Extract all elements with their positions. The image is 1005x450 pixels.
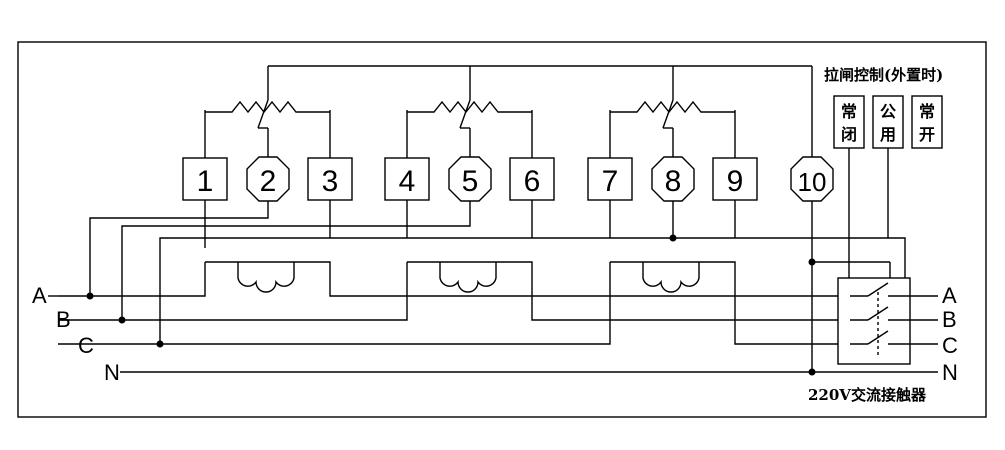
junction-dot [118,316,126,324]
phase-label-right-c: C [942,333,958,358]
meter-element-2 [406,99,533,158]
meter-element-1 [204,99,331,158]
phase-label-right-a: A [942,283,957,308]
relay-nc-char-1: 常 [841,102,857,121]
junction-dot [808,368,816,376]
contactor [837,277,938,365]
terminal-7-label: 7 [602,165,619,198]
phase-label-left-a: A [32,283,47,308]
junction-dot [669,234,677,242]
relay-nc-char-2: 闭 [841,125,857,144]
relay-no-char-1: 常 [919,102,935,121]
terminal-9-label: 9 [727,165,744,198]
terminal-6-label: 6 [524,165,541,198]
terminal-3-box [307,157,353,201]
terminal-8-octagon [651,156,695,202]
diagram-frame [17,41,987,418]
relay-common-box [872,95,904,149]
terminal-7-box [587,157,633,201]
terminal-4-label: 4 [399,165,416,198]
terminal-6-box [509,157,555,201]
terminal-9-box [712,157,758,201]
terminal-5-octagon [448,156,492,202]
terminal-10-label: 10 [798,167,827,197]
junction-dot [156,340,164,348]
relay-normally-closed-box [833,95,865,149]
terminal-2-label: 2 [260,165,277,198]
terminal-5-label: 5 [462,165,479,198]
terminal-3-label: 3 [322,165,339,198]
phase-label-right-b: B [942,307,957,332]
relay-common-char-2: 用 [880,125,896,144]
control-title: 拉闸控制(外置时) [824,66,943,84]
junction-dot [808,258,816,266]
relay-no-char-2: 开 [919,125,935,144]
meter-element-3 [609,99,736,158]
current-coils [58,261,838,345]
junction-dot [86,292,94,300]
relay-common-char-1: 公 [880,102,896,121]
phase-label-right-n: N [942,360,958,385]
terminal-1-label: 1 [197,165,214,198]
top-bus [267,65,813,158]
terminal-1-box [182,157,228,201]
terminal-8-label: 8 [665,165,682,198]
terminal-4-box [384,157,430,201]
meter-wiring [89,200,906,372]
relay-normally-open-box [911,95,943,149]
terminal-2-octagon [246,156,290,202]
phase-label-left-n: N [104,360,120,385]
phase-label-left-c: C [78,333,94,358]
terminal-10-octagon [790,156,834,202]
contactor-label: 220V交流接触器 [808,386,927,404]
